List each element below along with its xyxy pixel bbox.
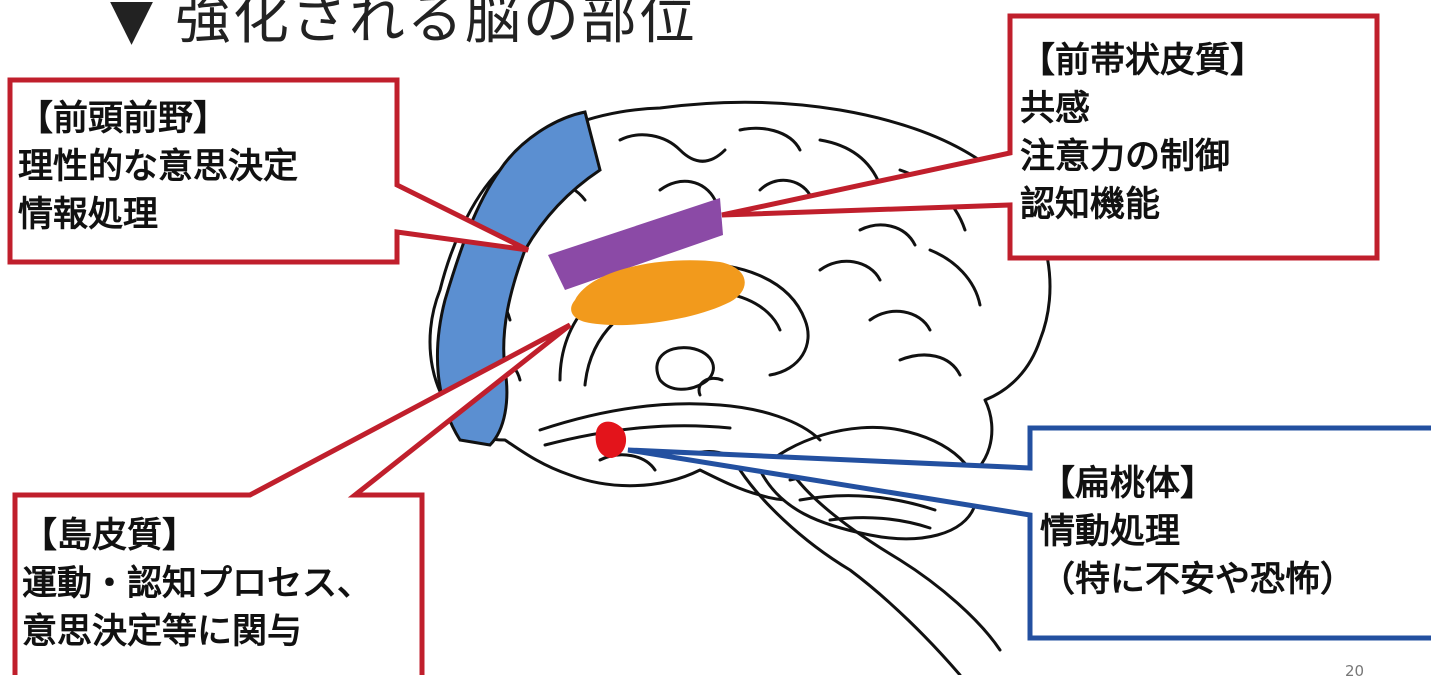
anterior-cingulate-callout: 【前帯状皮質】 共感 注意力の制御 認知機能 <box>1020 37 1265 229</box>
anterior-cingulate-line: 認知機能 <box>1020 181 1265 229</box>
insula-heading: 【島皮質】 <box>22 512 372 560</box>
insula-line: 意思決定等に関与 <box>22 608 372 656</box>
prefrontal-heading: 【前頭前野】 <box>18 95 298 143</box>
amygdala-heading: 【扁桃体】 <box>1040 460 1355 508</box>
prefrontal-line: 情報処理 <box>18 191 298 239</box>
amygdala-callout: 【扁桃体】 情動処理 （特に不安や恐怖） <box>1040 460 1355 604</box>
amygdala-line: 情動処理 <box>1040 508 1355 556</box>
prefrontal-line: 理性的な意思決定 <box>18 143 298 191</box>
insula-callout: 【島皮質】 運動・認知プロセス、 意思決定等に関与 <box>22 512 372 656</box>
page-number: 20 <box>1345 662 1364 680</box>
anterior-cingulate-line: 注意力の制御 <box>1020 133 1265 181</box>
prefrontal-callout: 【前頭前野】 理性的な意思決定 情報処理 <box>18 95 298 239</box>
insula-line: 運動・認知プロセス、 <box>22 560 372 608</box>
anterior-cingulate-line: 共感 <box>1020 85 1265 133</box>
anterior-cingulate-heading: 【前帯状皮質】 <box>1020 37 1265 85</box>
amygdala-line: （特に不安や恐怖） <box>1040 556 1355 604</box>
